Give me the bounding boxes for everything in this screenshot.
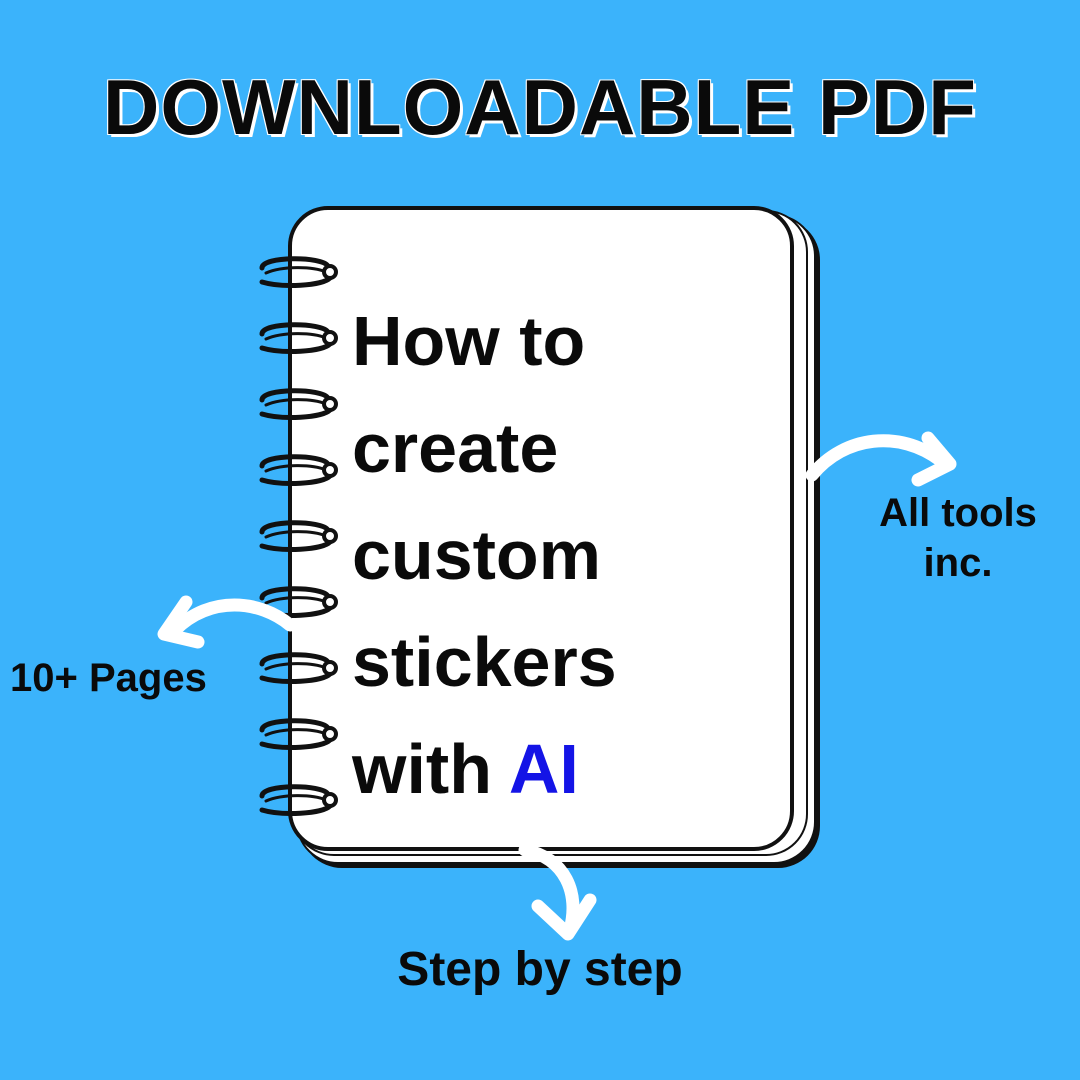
title-highlight: AI xyxy=(508,730,579,808)
notebook-cover xyxy=(288,206,794,851)
callout-pages: 10+ Pages xyxy=(10,656,207,700)
title-line: stickers xyxy=(352,623,617,701)
title-line: create xyxy=(352,409,559,487)
callout-tools: All tools inc. xyxy=(879,491,1037,585)
headline: DOWNLOADABLE PDF xyxy=(103,63,977,151)
callout-steps: Step by step xyxy=(397,943,683,996)
curved-arrow-icon xyxy=(805,431,957,487)
notebook-title: How to create custom stickers with AI xyxy=(352,288,782,823)
title-line: How to xyxy=(352,302,586,380)
spiral-binding-icon xyxy=(259,256,338,816)
curved-arrow-icon xyxy=(157,595,297,649)
curved-arrow-icon xyxy=(518,843,597,941)
title-line-last: with AI xyxy=(352,716,782,823)
title-line: custom xyxy=(352,516,601,594)
title-line-prefix: with xyxy=(352,730,509,808)
